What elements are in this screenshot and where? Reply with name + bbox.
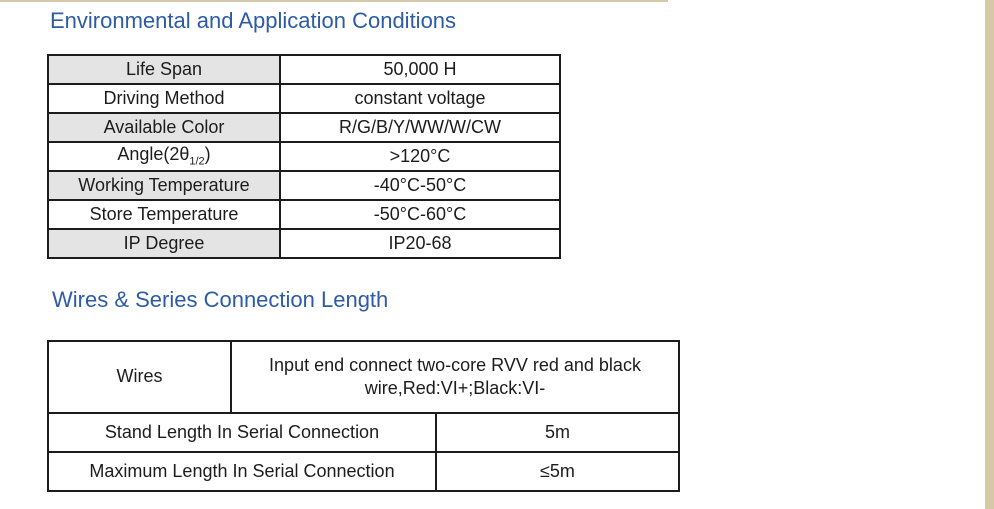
- row-value: -50°C-60°C: [279, 199, 561, 230]
- table-row: Store Temperature -50°C-60°C: [47, 199, 561, 230]
- environmental-conditions-table: Life Span 50,000 H Driving Method consta…: [47, 54, 561, 259]
- row-label: Working Temperature: [47, 170, 281, 201]
- row-value: ≤5m: [540, 460, 575, 481]
- row-label: Available Color: [47, 112, 281, 143]
- table-row: Working Temperature -40°C-50°C: [47, 170, 561, 201]
- table-row: Angle(2θ1/2) >120°C: [47, 141, 561, 172]
- row-label: Driving Method: [47, 83, 281, 114]
- row-label: Life Span: [47, 54, 281, 85]
- table-row: Driving Method constant voltage: [47, 83, 561, 114]
- row-label: IP Degree: [47, 228, 281, 259]
- row-label: Store Temperature: [47, 199, 281, 230]
- table-row: Stand Length In Serial Connection 5m: [49, 412, 678, 451]
- table-row: Available Color R/G/B/Y/WW/W/CW: [47, 112, 561, 143]
- row-label: Stand Length In Serial Connection: [49, 414, 437, 451]
- table-row: Wires Input end connect two-core RVV red…: [49, 342, 678, 412]
- row-value: -40°C-50°C: [279, 170, 561, 201]
- section-title-wires: Wires & Series Connection Length: [52, 287, 389, 312]
- row-value: IP20-68: [279, 228, 561, 259]
- page-edge-top-strip: [0, 0, 668, 2]
- row-value: >120°C: [279, 141, 561, 172]
- table-row: Maximum Length In Serial Connection ≤5m: [49, 451, 678, 490]
- row-label-angle: Angle(2θ1/2): [47, 141, 281, 172]
- row-value: R/G/B/Y/WW/W/CW: [279, 112, 561, 143]
- table-row: Life Span 50,000 H: [47, 54, 561, 85]
- row-value: constant voltage: [279, 83, 561, 114]
- section-title-environmental: Environmental and Application Conditions: [50, 8, 457, 33]
- wires-connection-table: Wires Input end connect two-core RVV red…: [47, 340, 680, 492]
- row-label: Wires: [49, 342, 232, 412]
- row-value: Input end connect two-core RVV red and b…: [269, 354, 641, 398]
- row-value: 50,000 H: [279, 54, 561, 85]
- table-row: IP Degree IP20-68: [47, 228, 561, 259]
- row-value: 5m: [544, 421, 570, 442]
- page-edge-right-strip: [985, 0, 994, 509]
- row-label: Maximum Length In Serial Connection: [49, 453, 437, 490]
